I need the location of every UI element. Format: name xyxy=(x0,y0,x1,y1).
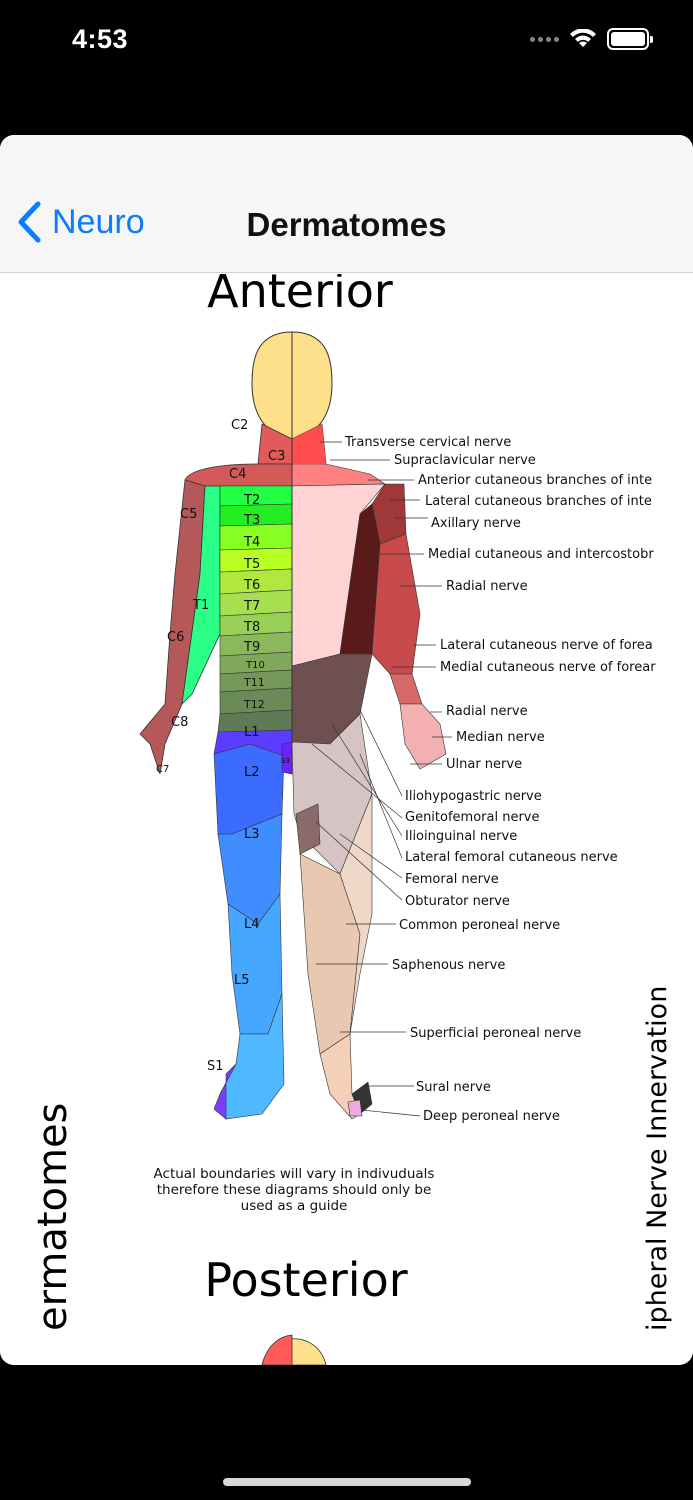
svg-text:C2: C2 xyxy=(231,418,248,433)
svg-text:Genitofemoral nerve: Genitofemoral nerve xyxy=(405,810,540,825)
svg-text:C6: C6 xyxy=(167,630,184,645)
svg-text:T12: T12 xyxy=(243,698,265,711)
back-button[interactable]: Neuro xyxy=(16,201,145,243)
svg-text:T9: T9 xyxy=(243,640,260,655)
svg-text:T8: T8 xyxy=(243,620,260,635)
svg-text:Sural nerve: Sural nerve xyxy=(416,1080,491,1095)
svg-text:Lateral femoral cutaneous nerv: Lateral femoral cutaneous nerve xyxy=(405,850,618,865)
svg-text:T11: T11 xyxy=(243,676,265,689)
svg-text:T7: T7 xyxy=(243,599,260,614)
svg-text:Supraclavicular nerve: Supraclavicular nerve xyxy=(394,453,536,468)
svg-text:L1: L1 xyxy=(244,725,260,740)
svg-text:T3: T3 xyxy=(243,513,260,528)
wifi-icon xyxy=(570,29,596,47)
svg-text:L3: L3 xyxy=(244,827,260,842)
svg-text:C4: C4 xyxy=(229,467,246,482)
svg-text:Lateral cutaneous branches of: Lateral cutaneous branches of inte xyxy=(425,494,652,509)
svg-text:S1: S1 xyxy=(207,1059,224,1074)
modal-sheet: Neuro Dermatomes Anterior xyxy=(0,135,693,1365)
svg-text:L5: L5 xyxy=(234,973,250,988)
body-figure: C2 C3 C4 C5 T2 T3 T4 T5 T6 T7 T8 T9 T10 … xyxy=(139,331,656,1365)
battery-icon xyxy=(607,28,653,50)
svg-text:Superficial peroneal nerve: Superficial peroneal nerve xyxy=(410,1026,581,1041)
chevron-left-icon xyxy=(18,201,41,243)
svg-text:L4: L4 xyxy=(244,917,260,932)
svg-text:Iliohypogastric nerve: Iliohypogastric nerve xyxy=(405,789,542,804)
svg-text:Medial cutaneous nerve of fore: Medial cutaneous nerve of forear xyxy=(440,660,656,675)
dermatome-diagram[interactable]: Anterior xyxy=(0,274,693,1365)
signal-icon xyxy=(530,36,559,42)
status-icons xyxy=(530,28,653,50)
svg-text:Lateral cutaneous nerve of for: Lateral cutaneous nerve of forea xyxy=(440,638,653,653)
status-time: 4:53 xyxy=(72,24,129,54)
heading-anterior: Anterior xyxy=(207,274,393,318)
heading-posterior: Posterior xyxy=(204,1253,408,1307)
svg-text:L2: L2 xyxy=(244,765,260,780)
svg-text:Transverse cervical nerve: Transverse cervical nerve xyxy=(344,435,511,450)
svg-text:T2: T2 xyxy=(243,493,260,508)
svg-text:Common peroneal nerve: Common peroneal nerve xyxy=(399,918,560,933)
svg-text:Ilioinguinal nerve: Ilioinguinal nerve xyxy=(405,829,517,844)
side-label-peripheral: ipheral Nerve Innervation xyxy=(642,985,673,1331)
svg-text:T10: T10 xyxy=(245,660,265,671)
svg-text:S3: S3 xyxy=(281,757,290,765)
svg-text:Radial nerve: Radial nerve xyxy=(446,704,528,719)
disclaimer-text: Actual boundaries will vary in indivudua… xyxy=(153,1166,435,1214)
page-title: Dermatomes xyxy=(246,206,447,243)
svg-text:Anterior cutaneous branches of: Anterior cutaneous branches of inte xyxy=(418,473,652,488)
svg-text:Ulnar nerve: Ulnar nerve xyxy=(446,757,522,772)
navigation-bar: Neuro Dermatomes xyxy=(0,135,693,273)
nerve-labels: Transverse cervical nerve Supraclavicula… xyxy=(344,435,656,1124)
svg-text:Median nerve: Median nerve xyxy=(456,730,545,745)
svg-text:C5: C5 xyxy=(180,507,197,522)
svg-text:Deep peroneal nerve: Deep peroneal nerve xyxy=(423,1109,560,1124)
svg-text:Medial cutaneous and intercost: Medial cutaneous and intercostobr xyxy=(428,547,654,562)
svg-text:C8: C8 xyxy=(171,715,188,730)
svg-text:Radial nerve: Radial nerve xyxy=(446,579,528,594)
back-label: Neuro xyxy=(52,202,145,241)
svg-text:T6: T6 xyxy=(243,578,260,593)
svg-text:T4: T4 xyxy=(243,535,260,550)
dermatome-labels: C2 C3 C4 C5 T2 T3 T4 T5 T6 T7 T8 T9 T10 … xyxy=(156,418,290,1074)
svg-text:Saphenous nerve: Saphenous nerve xyxy=(392,958,505,973)
svg-text:Obturator nerve: Obturator nerve xyxy=(405,894,510,909)
svg-text:T1: T1 xyxy=(192,598,209,613)
svg-text:T5: T5 xyxy=(243,557,260,572)
svg-text:Axillary nerve: Axillary nerve xyxy=(431,516,521,531)
svg-text:C7: C7 xyxy=(156,764,169,775)
svg-text:Femoral nerve: Femoral nerve xyxy=(405,872,499,887)
svg-text:C3: C3 xyxy=(268,449,285,464)
side-label-dermatomes: ermatomes xyxy=(30,1102,76,1331)
home-indicator[interactable] xyxy=(223,1478,471,1486)
status-bar: 4:53 xyxy=(0,0,693,80)
